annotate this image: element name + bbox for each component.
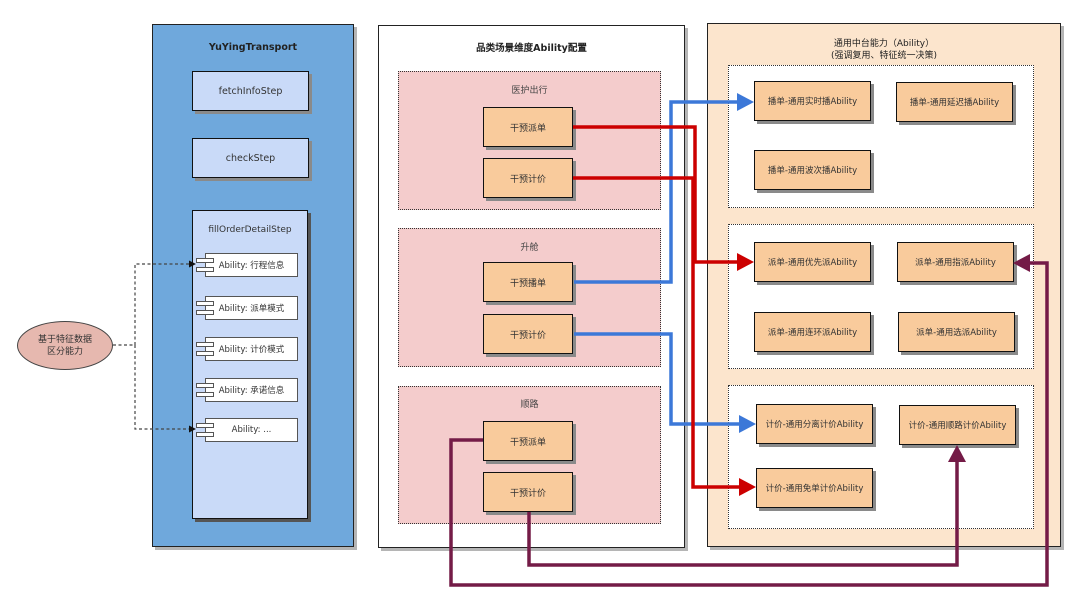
component-icon xyxy=(196,383,214,388)
ability-pricing-mode[interactable]: Ability: 计价模式 xyxy=(205,337,298,361)
common-ability-subtitle: (强调复用、特征统一决策) xyxy=(830,51,938,61)
scenario-group-label: 顺路 xyxy=(520,400,539,410)
fill-order-detail-step-label: fillOrderDetailStep xyxy=(208,225,292,235)
component-icon xyxy=(196,432,214,437)
carpool-intervene-dispatch[interactable]: 干预派单 xyxy=(483,421,573,461)
ability-pricing-free[interactable]: 计价-通用免单计价Ability xyxy=(756,468,873,508)
check-step[interactable]: checkStep xyxy=(192,138,309,178)
ability-dispatch-assign[interactable]: 派单-通用指派Ability xyxy=(897,242,1014,282)
component-icon xyxy=(196,301,214,306)
feature-based-ability-node[interactable]: 基于特征数据 区分能力 xyxy=(17,321,113,370)
feature-node-line2: 区分能力 xyxy=(46,346,83,357)
medical-intervene-pricing[interactable]: 干预计价 xyxy=(483,158,573,198)
component-icon xyxy=(196,310,214,315)
ability-more[interactable]: Ability: ... xyxy=(205,418,298,442)
ability-pricing-separate[interactable]: 计价-通用分离计价Ability xyxy=(756,404,873,444)
ability-dispatch-mode[interactable]: Ability: 派单模式 xyxy=(205,296,298,320)
component-icon xyxy=(196,258,214,263)
ability-dispatch-chain[interactable]: 派单-通用连环派Ability xyxy=(754,312,871,352)
component-icon xyxy=(196,351,214,356)
upgrade-intervene-pricing[interactable]: 干预计价 xyxy=(483,314,573,354)
medical-intervene-dispatch[interactable]: 干预派单 xyxy=(483,107,573,147)
carpool-intervene-pricing[interactable]: 干预计价 xyxy=(483,472,573,512)
ability-trip-info[interactable]: Ability: 行程信息 xyxy=(205,253,298,277)
transport-title: YuYingTransport xyxy=(208,42,298,53)
ability-dispatch-priority[interactable]: 派单-通用优先派Ability xyxy=(754,242,871,282)
fetch-info-step[interactable]: fetchInfoStep xyxy=(192,71,309,111)
ability-broadcast-realtime[interactable]: 播单-通用实时播Ability xyxy=(754,81,871,121)
component-icon xyxy=(196,423,214,428)
ability-promise-info[interactable]: Ability: 承诺信息 xyxy=(205,378,298,402)
scenario-group-label: 升舱 xyxy=(520,243,539,253)
feature-node-line1: 基于特征数据 xyxy=(37,334,92,345)
ability-dispatch-select[interactable]: 派单-通用选派Ability xyxy=(898,312,1015,352)
ability-broadcast-delayed[interactable]: 播单-通用延迟播Ability xyxy=(896,82,1013,122)
ability-pricing-carpool[interactable]: 计价-通用顺路计价Ability xyxy=(899,405,1016,445)
scenario-group-label: 医护出行 xyxy=(511,86,548,96)
upgrade-intervene-broadcast[interactable]: 干预播单 xyxy=(483,262,573,302)
scenario-panel-title: 品类场景维度Ability配置 xyxy=(476,43,587,54)
component-icon xyxy=(196,342,214,347)
component-icon xyxy=(196,392,214,397)
component-icon xyxy=(196,267,214,272)
ability-broadcast-wave[interactable]: 播单-通用波次播Ability xyxy=(754,150,871,190)
common-ability-title: 通用中台能力（Ability） xyxy=(833,39,935,49)
